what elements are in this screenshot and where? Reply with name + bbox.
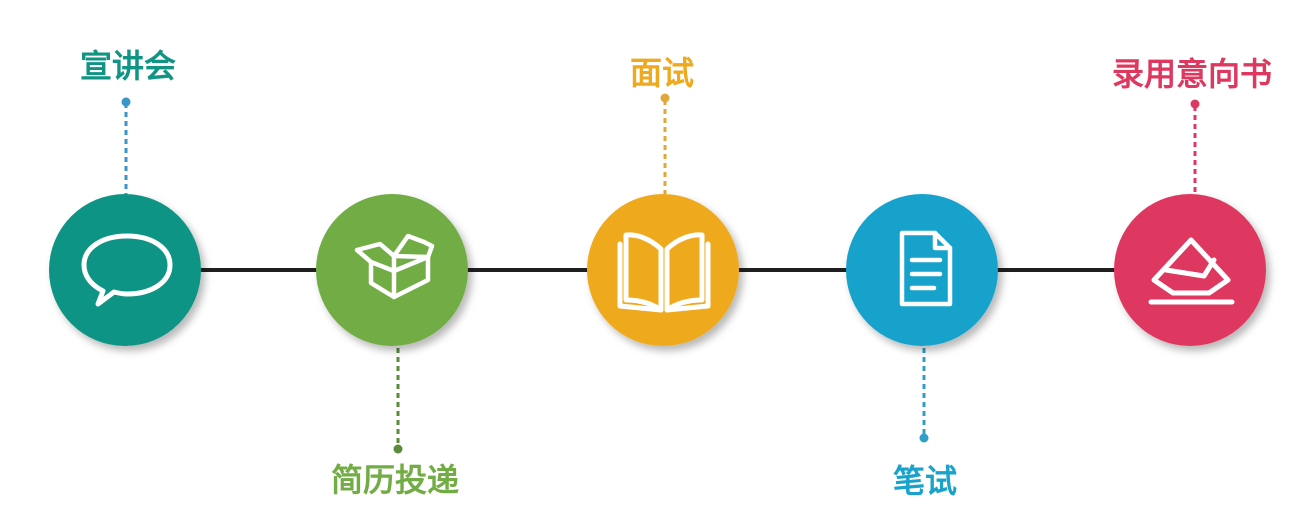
step-circle-4 — [846, 194, 998, 346]
open-book-icon — [617, 232, 711, 313]
step-label-1: 宣讲会 — [79, 47, 177, 85]
leader-dot-5 — [1190, 99, 1200, 109]
step-label-5: 录用意向书 — [1111, 55, 1273, 93]
leader-dot-4 — [919, 433, 929, 443]
envelope-icon — [1148, 237, 1235, 305]
open-box-icon — [354, 233, 435, 300]
step-label-4: 笔试 — [892, 462, 958, 500]
document-icon — [899, 230, 953, 307]
leader-dot-1 — [121, 97, 131, 107]
leader-lines — [121, 93, 1200, 454]
step-circle-1 — [49, 194, 201, 346]
leader-dot-2 — [393, 444, 403, 454]
step-circle-5 — [1114, 194, 1266, 346]
step-label-2: 简历投递 — [330, 461, 460, 499]
step-label-3: 面试 — [629, 54, 695, 92]
speech-bubble-icon — [81, 233, 173, 307]
leader-dot-3 — [660, 93, 670, 103]
